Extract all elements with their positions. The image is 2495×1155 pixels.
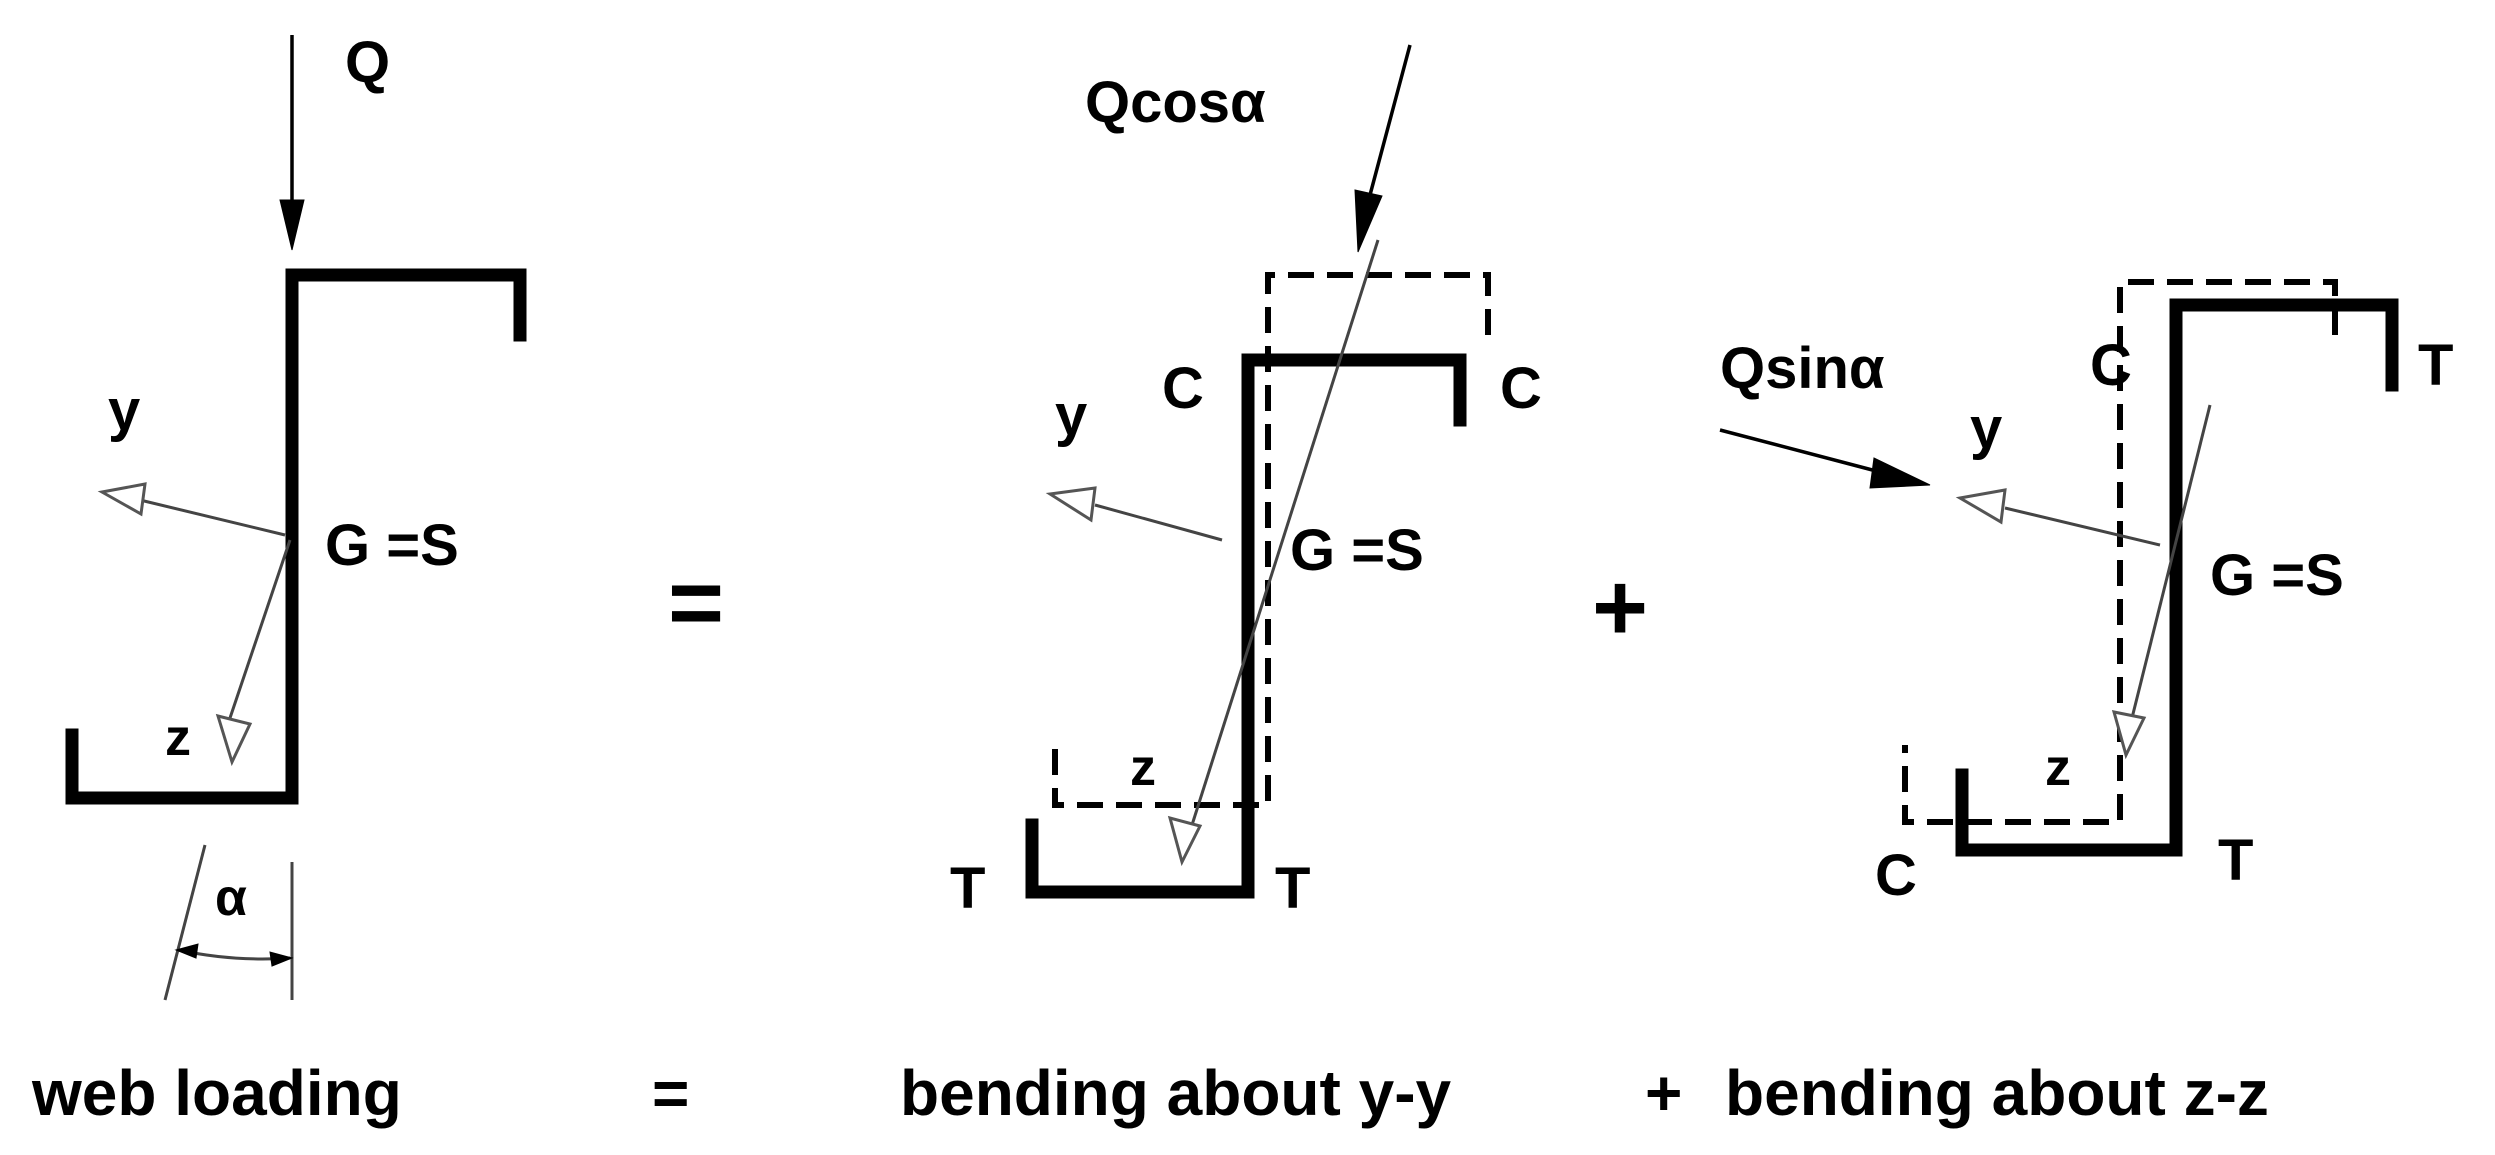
- z-axis-line: [2130, 404, 2212, 719]
- panel-bending-y-y: Qcosα y z G =S C C T T: [950, 44, 1542, 921]
- z-axis-label: z: [165, 709, 191, 767]
- equals-sign: =: [668, 549, 724, 656]
- y-axis-arrowhead: [1045, 486, 1097, 523]
- stress-label-top-right: C: [1500, 356, 1542, 421]
- centroid-label: G =S: [325, 513, 459, 578]
- caption-bending-z-z: bending about z-z: [1725, 1057, 2269, 1129]
- stress-label-bottom-left: C: [1875, 843, 1917, 908]
- angle-reference-inclined: [163, 844, 207, 1001]
- stress-label-top-left: C: [2090, 333, 2132, 398]
- y-axis-label: y: [1055, 383, 1087, 448]
- z-axis-label: z: [1130, 739, 1156, 797]
- load-label: Qcosα: [1085, 70, 1266, 135]
- z-section-outline: [1025, 353, 1467, 899]
- caption-web-loading: web loading: [31, 1057, 402, 1129]
- load-arrow-head: [1869, 457, 1931, 489]
- y-axis-label: y: [1970, 396, 2002, 461]
- stress-label-bottom-right: T: [1275, 856, 1310, 921]
- y-axis-label: y: [108, 378, 140, 443]
- y-axis-arrowhead: [97, 482, 147, 517]
- z-axis-line: [1190, 239, 1380, 826]
- panel-bending-z-z: Qsinα y z G =S C T C T: [1719, 279, 2453, 908]
- load-arrow-head: [1354, 189, 1383, 253]
- caption-row: web loading = bending about y-y + bendin…: [31, 1057, 2269, 1129]
- angle-arc-arrowhead-right: [269, 951, 294, 967]
- y-axis-line: [1094, 503, 1223, 542]
- load-arrow-shaft: [1368, 44, 1412, 196]
- deformed-shape-dashed: [1902, 279, 2338, 825]
- centroid-label: G =S: [1290, 518, 1424, 583]
- caption-equals: =: [652, 1057, 689, 1129]
- z-axis-line: [228, 539, 292, 719]
- y-axis-line: [139, 498, 286, 537]
- stress-label-top-left: C: [1162, 356, 1204, 421]
- z-axis-label: z: [2045, 739, 2071, 797]
- angle-label: α: [215, 869, 247, 927]
- z-axis-arrowhead: [1167, 815, 1203, 867]
- load-arrow-head: [279, 199, 305, 251]
- z-section-outline: [1955, 298, 2399, 857]
- stress-label-bottom-left: T: [950, 856, 985, 921]
- centroid-label: G =S: [2210, 543, 2344, 608]
- caption-plus: +: [1645, 1057, 1682, 1129]
- panel-web-loading: Q y z G =S α: [65, 30, 527, 1001]
- load-label: Qsinα: [1720, 336, 1885, 401]
- z-axis-arrowhead: [215, 713, 253, 767]
- load-arrow-shaft: [1719, 428, 1881, 474]
- stress-label-bottom-right: T: [2218, 828, 2253, 893]
- angle-arc-arrowhead-left: [174, 943, 199, 959]
- load-label: Q: [345, 30, 390, 95]
- caption-bending-y-y: bending about y-y: [900, 1057, 1452, 1129]
- z-axis-arrowhead: [2111, 710, 2147, 760]
- y-axis-arrowhead: [1955, 488, 2007, 525]
- deformed-shape-dashed: [1052, 272, 1491, 808]
- plus-sign: +: [1592, 554, 1648, 661]
- stress-label-top-right: T: [2418, 333, 2453, 398]
- y-axis-line: [2004, 506, 2161, 547]
- z-section-outline: [65, 268, 527, 805]
